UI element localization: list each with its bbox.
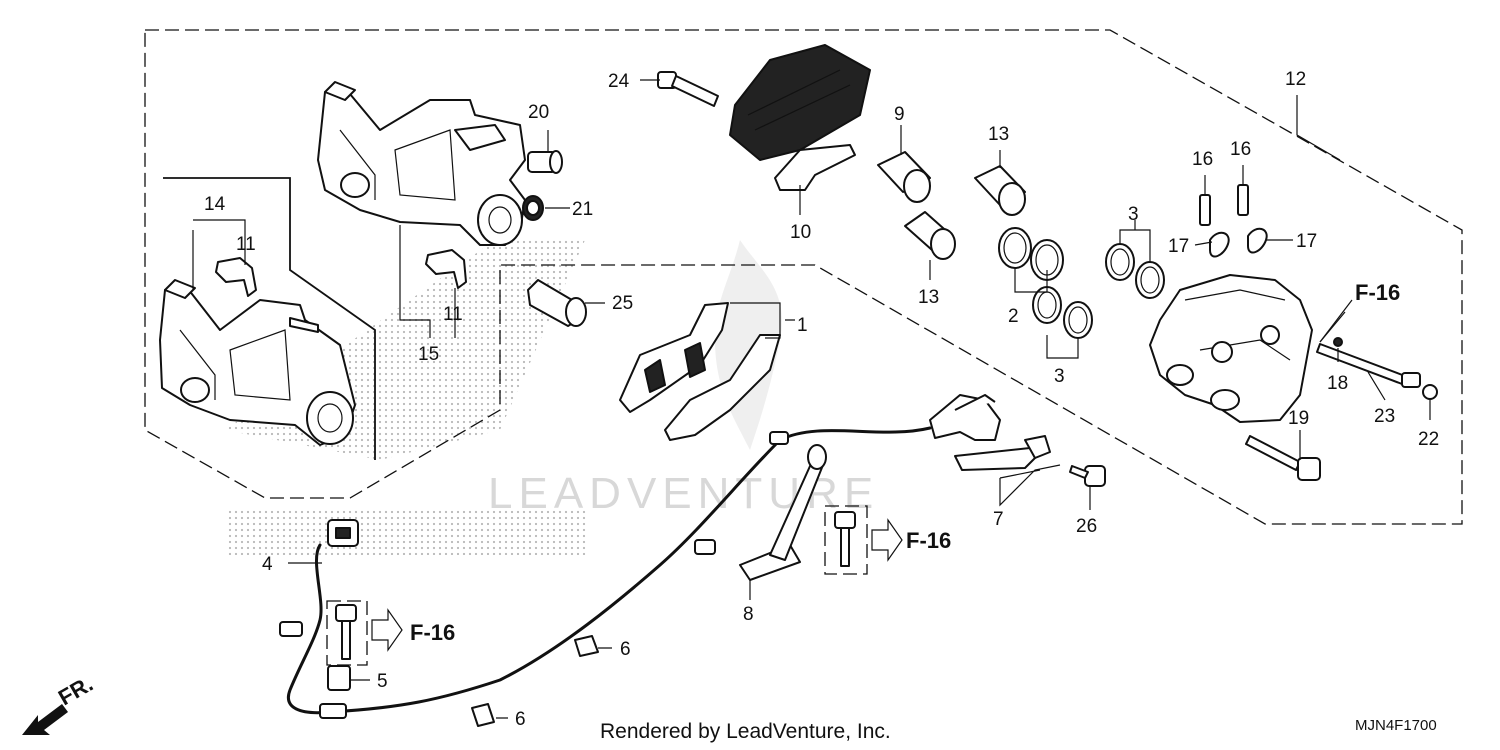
- part-number-labels: 1 2 3 3 4 5 6 6 7 8 9 10 11 11 12 13 13 …: [204, 69, 1439, 730]
- label-26: 26: [1076, 516, 1097, 537]
- bolt-19: [1245, 435, 1321, 481]
- piston-seals: [998, 227, 1165, 339]
- sensor-stays: [739, 435, 1051, 581]
- label-12: 12: [1285, 69, 1306, 90]
- label-16-left: 16: [1192, 149, 1213, 170]
- label-19: 19: [1288, 408, 1309, 429]
- caliper-bracket-upper: [317, 81, 526, 246]
- caliper-bracket-lower: [159, 279, 356, 446]
- pad-spring-10: [774, 144, 856, 191]
- reference-labels: F-16 F-16 F-16: [410, 280, 1400, 645]
- label-15: 15: [418, 344, 439, 365]
- front-direction-indicator: FR.: [22, 671, 97, 735]
- label-18: 18: [1327, 373, 1348, 394]
- caliper-pin-and-boot: [522, 150, 563, 221]
- label-9: 9: [894, 104, 905, 125]
- front-arrow-icon: [22, 704, 68, 735]
- label-6-lower: 6: [515, 709, 526, 730]
- pistons: [877, 151, 1026, 260]
- label-23: 23: [1374, 406, 1395, 427]
- ref-f16-lower: F-16: [410, 620, 455, 645]
- sensor-bolts: [326, 465, 1106, 666]
- label-16-right: 16: [1230, 139, 1251, 160]
- leader-lines: [192, 79, 1431, 719]
- label-13-lower: 13: [918, 287, 939, 308]
- label-5: 5: [377, 671, 388, 692]
- brake-pad-set: [619, 44, 871, 441]
- label-11-lower: 11: [236, 234, 256, 255]
- label-14: 14: [204, 194, 226, 215]
- label-10: 10: [790, 222, 811, 243]
- label-8: 8: [743, 604, 754, 625]
- label-3-lower: 3: [1054, 366, 1065, 387]
- label-22: 22: [1418, 429, 1439, 450]
- label-3-upper: 3: [1128, 204, 1139, 225]
- caliper-body: [1149, 274, 1313, 423]
- label-13-upper: 13: [988, 124, 1009, 145]
- label-25: 25: [612, 293, 633, 314]
- boot-25: [527, 279, 587, 327]
- ref-f16-caliper: F-16: [1355, 280, 1400, 305]
- label-2: 2: [1008, 306, 1019, 327]
- caliper-pin-23: [1316, 337, 1438, 400]
- assembly-frames: [144, 29, 1463, 525]
- label-17-right: 17: [1296, 231, 1317, 252]
- label-20: 20: [528, 102, 549, 123]
- bleeder-valves: [1199, 184, 1268, 258]
- speed-sensor-wiring: [279, 394, 1001, 719]
- label-6-upper: 6: [620, 639, 631, 660]
- pad-spring-parts: [215, 249, 467, 297]
- wire-clips: [327, 635, 599, 727]
- label-4: 4: [262, 554, 273, 575]
- label-21: 21: [572, 199, 593, 220]
- ref-f16-middle: F-16: [906, 528, 951, 553]
- label-11-upper: 11: [443, 304, 463, 325]
- label-17-left: 17: [1168, 236, 1189, 257]
- label-24: 24: [608, 71, 630, 92]
- front-direction-label: FR.: [54, 671, 97, 710]
- diagram-code: MJN4F1700: [1355, 717, 1437, 734]
- rendered-by-credit: Rendered by LeadVenture, Inc.: [600, 720, 891, 743]
- bolt-24: [657, 71, 719, 107]
- label-7: 7: [993, 509, 1004, 530]
- label-1: 1: [797, 315, 808, 336]
